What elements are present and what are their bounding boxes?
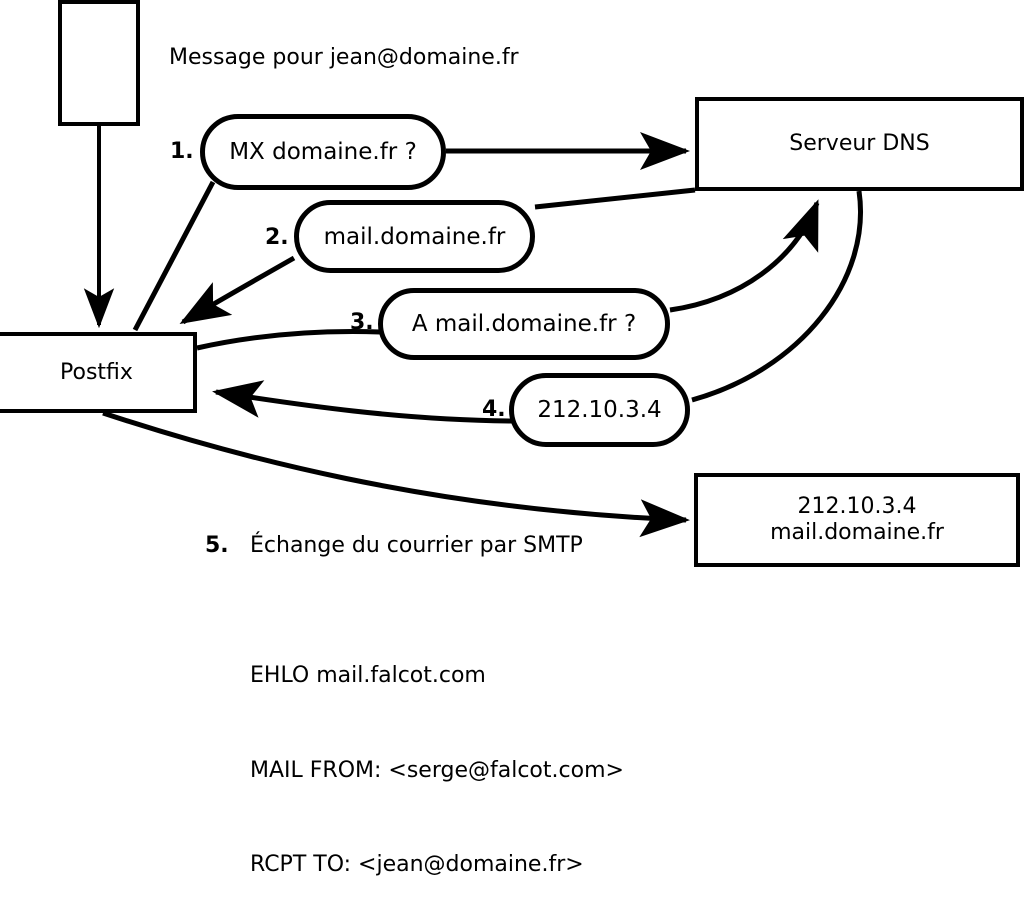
node-dns-server[interactable]: Serveur DNS bbox=[695, 97, 1024, 191]
node-mail-server-ip: 212.10.3.4 bbox=[797, 494, 917, 520]
step-3-bubble-label: A mail.domaine.fr ? bbox=[411, 311, 637, 337]
step-4-bubble-label: 212.10.3.4 bbox=[537, 397, 662, 423]
connector-dns-to-step2-bubble bbox=[534, 187, 696, 210]
node-mail-server[interactable]: 212.10.3.4 mail.domaine.fr bbox=[694, 473, 1020, 567]
step-2-bubble-label: mail.domaine.fr bbox=[323, 223, 506, 250]
step-4-bubble[interactable]: 212.10.3.4 bbox=[509, 373, 690, 447]
node-postfix[interactable]: Postfix bbox=[0, 332, 197, 413]
connector-dns-to-step4-bubble bbox=[691, 190, 863, 403]
page-caption: Message pour jean@domaine.fr bbox=[169, 45, 519, 70]
smtp-line: EHLO mail.falcot.com bbox=[250, 663, 486, 688]
connector-postfix-to-step3-bubble bbox=[196, 329, 381, 351]
node-postfix-label: Postfix bbox=[60, 359, 133, 385]
connector-step3-bubble-to-dns bbox=[669, 199, 820, 313]
connector-postfix-to-step1-bubble bbox=[132, 180, 216, 332]
smtp-line: RCPT TO: <jean@domaine.fr> bbox=[250, 852, 584, 877]
smtp-line: MAIL FROM: <serge@falcot.com> bbox=[250, 757, 624, 783]
step-5-number: 5. bbox=[205, 533, 229, 558]
step-1-bubble[interactable]: MX domaine.fr ? bbox=[200, 114, 446, 190]
connector-postfix-to-mailserver bbox=[102, 410, 690, 538]
node-dns-server-label: Serveur DNS bbox=[789, 131, 930, 157]
connector-step2-bubble-to-postfix bbox=[179, 255, 296, 325]
node-sender[interactable] bbox=[58, 0, 140, 126]
step-4-number: 4. bbox=[482, 397, 506, 422]
node-mail-server-hostname: mail.domaine.fr bbox=[770, 520, 944, 545]
smtp-transcript: EHLO mail.falcot.com MAIL FROM: <serge@f… bbox=[250, 597, 624, 919]
step-5-label: Échange du courrier par SMTP bbox=[250, 533, 583, 558]
step-2-number: 2. bbox=[265, 225, 289, 250]
step-1-number: 1. bbox=[170, 139, 194, 164]
step-3-bubble[interactable]: A mail.domaine.fr ? bbox=[378, 288, 670, 360]
step-1-bubble-label: MX domaine.fr ? bbox=[229, 139, 417, 165]
step-3-number: 3. bbox=[350, 310, 374, 335]
connector-step4-bubble-to-postfix bbox=[212, 380, 513, 424]
step-2-bubble[interactable]: mail.domaine.fr bbox=[294, 200, 535, 273]
